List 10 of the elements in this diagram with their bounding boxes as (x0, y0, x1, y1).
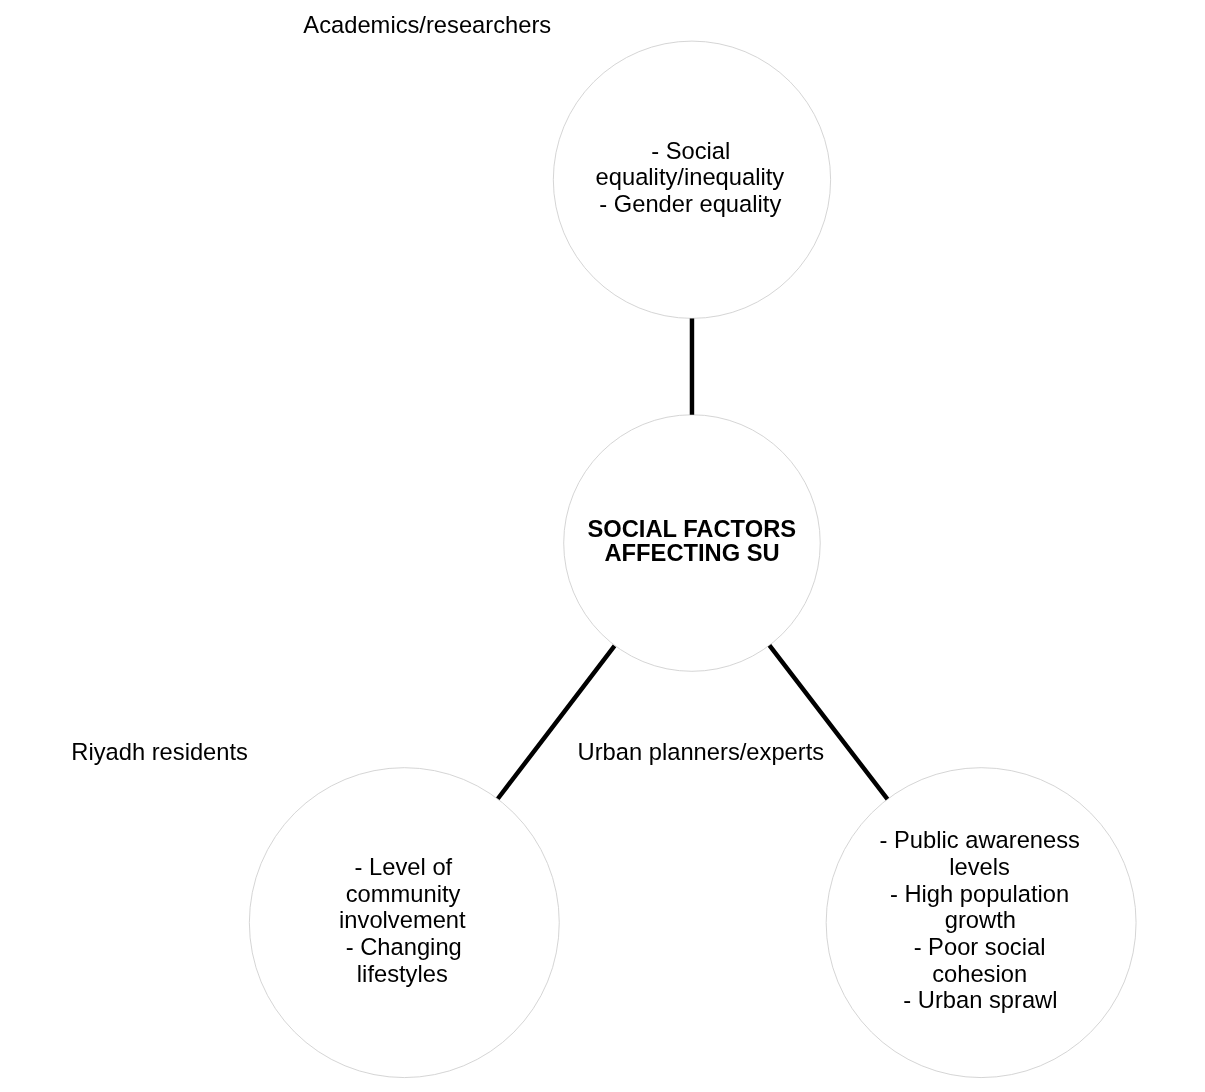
node-label: Urban planners/experts (577, 738, 824, 765)
node-label: Riyadh residents (70, 738, 248, 765)
connector (689, 318, 694, 415)
node-circle: SOCIAL FACTORS AFFECTING SU (562, 414, 821, 672)
node-circle: - Level of community involvement - Changing lifestyles (248, 767, 560, 1079)
node-label: Academics/researchers (302, 12, 551, 39)
node-circle: - Public awareness levels - High population growth - Poor social cohesion - Urban sprawl (825, 767, 1136, 1079)
connector (767, 644, 889, 801)
connector (495, 644, 616, 801)
node-circle: - Social equality/inequality - Gender equality (552, 40, 831, 319)
